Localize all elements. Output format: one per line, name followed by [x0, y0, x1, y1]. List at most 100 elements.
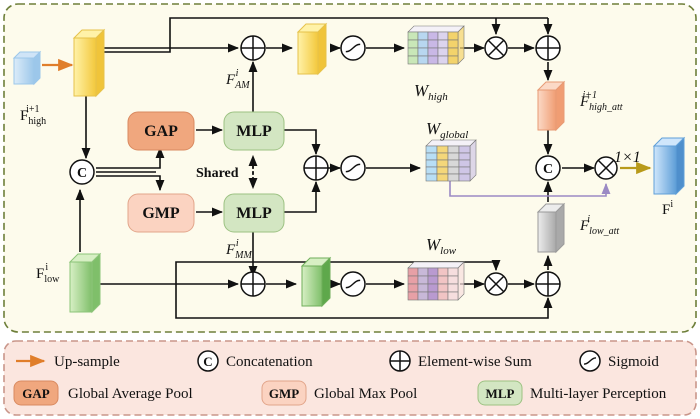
w-low-cell [417, 275, 429, 285]
w-high-cell [427, 55, 439, 65]
mlp-legend-tag: MLP [477, 380, 523, 406]
w-high-cell [417, 31, 429, 41]
legend-panel [3, 340, 697, 416]
legend-sum: Element-wise Sum [418, 354, 532, 370]
w-global-cell [425, 152, 438, 161]
f-high-label: Fhighi+1 [20, 104, 46, 127]
w-low-cell [407, 267, 419, 277]
mlp-top-label: MLP [236, 123, 272, 140]
sigmoid-global [340, 155, 366, 181]
legend-mlp: Multi-layer Perception [530, 386, 667, 402]
w-high-cell [447, 39, 459, 49]
w-high-label: Whigh [414, 81, 448, 103]
w-low-cell [427, 275, 439, 285]
w-low-cell [417, 267, 429, 277]
legend-gap: Global Average Pool [68, 386, 193, 402]
w-global-cell [458, 173, 471, 182]
mlp-bottom-block: MLP [223, 193, 285, 233]
w-low-cell [427, 283, 439, 293]
sigmoid-high [340, 35, 366, 61]
sum-top [240, 35, 266, 61]
sigmoid-legend-icon [579, 350, 601, 372]
w-global-cell [436, 145, 449, 154]
w-low-cell [427, 291, 439, 301]
gmp-label: GMP [142, 205, 180, 222]
f-mm-label: FMMi [225, 238, 253, 261]
sigmoid-icon [579, 350, 601, 372]
sum-bottom [240, 271, 266, 297]
gmp-legend-tag: GMP [261, 380, 307, 406]
f-low-att-cube [536, 202, 566, 254]
svg-text:GAP: GAP [22, 386, 50, 401]
w-low-cell [447, 275, 459, 285]
w-high-cell [447, 47, 459, 57]
w-low-label: Wlow [426, 235, 457, 257]
w-low-cell [447, 283, 459, 293]
w-low-cell [407, 275, 419, 285]
attention-mean-cube [296, 22, 328, 76]
f-low-label: Flowi [36, 262, 60, 285]
w-global-cell [436, 152, 449, 161]
w-global-cell [447, 159, 460, 168]
f-high-att-label: Fhigh_atti+1 [579, 90, 623, 113]
w-low-cell [417, 291, 429, 301]
gap-block: GAP [127, 111, 195, 151]
w-high-cell [447, 55, 459, 65]
concat-legend-icon: C [197, 350, 219, 372]
svg-text:GMP: GMP [269, 386, 299, 401]
w-global-cell [436, 159, 449, 168]
w-high-cell [407, 39, 419, 49]
f-out-label: Fi [662, 199, 673, 218]
w-low-grid [407, 261, 465, 301]
mlp-bottom-label: MLP [236, 205, 272, 222]
w-high-cell [437, 47, 449, 57]
input-low-res-cube [12, 50, 42, 86]
sum-middle [303, 155, 329, 181]
w-low-cell [437, 267, 449, 277]
w-global-cell [436, 173, 449, 182]
w-high-cell [417, 39, 429, 49]
w-global-cell [425, 145, 438, 154]
legend-upsample: Up-sample [54, 354, 120, 370]
w-low-cell [427, 267, 439, 277]
legend-gmp: Global Max Pool [314, 386, 417, 402]
connections [42, 17, 596, 319]
w-high-cell [427, 31, 439, 41]
gmp-block: GMP [127, 193, 195, 233]
w-global-grid [425, 139, 477, 182]
conv-label: 1×1 [614, 149, 641, 166]
svg-text:C: C [77, 166, 87, 181]
output-feature-cube [652, 136, 686, 196]
gap-legend-tag: GAP [13, 380, 59, 406]
w-global-cell [458, 166, 471, 175]
w-global-cell [458, 152, 471, 161]
w-high-cell [417, 47, 429, 57]
w-low-cell [447, 267, 459, 277]
multiply-global [594, 156, 618, 180]
gap-label: GAP [144, 123, 178, 140]
w-global-cell [458, 145, 471, 154]
global-weight-feedback-line [449, 180, 611, 197]
w-low-cell [447, 291, 459, 301]
concat-left: C [69, 159, 95, 185]
w-global-cell [447, 173, 460, 182]
w-high-cell [437, 39, 449, 49]
w-low-cell [407, 291, 419, 301]
shared-label: Shared [196, 166, 239, 181]
legend-concat: Concatenation [226, 354, 313, 370]
multiply-high [484, 36, 508, 60]
w-high-cell [447, 31, 459, 41]
f-low-att-label: Flow_atti [579, 214, 619, 237]
w-high-cell [417, 55, 429, 65]
w-high-cell [407, 47, 419, 57]
f-am-label: FAMi [225, 68, 250, 91]
sum-icon [389, 350, 411, 372]
w-global-cell [436, 166, 449, 175]
w-global-cell [458, 159, 471, 168]
w-low-cell [437, 291, 449, 301]
w-high-cell [437, 55, 449, 65]
w-global-cell [447, 152, 460, 161]
svg-text:MLP: MLP [486, 386, 515, 401]
w-high-cell [427, 39, 439, 49]
